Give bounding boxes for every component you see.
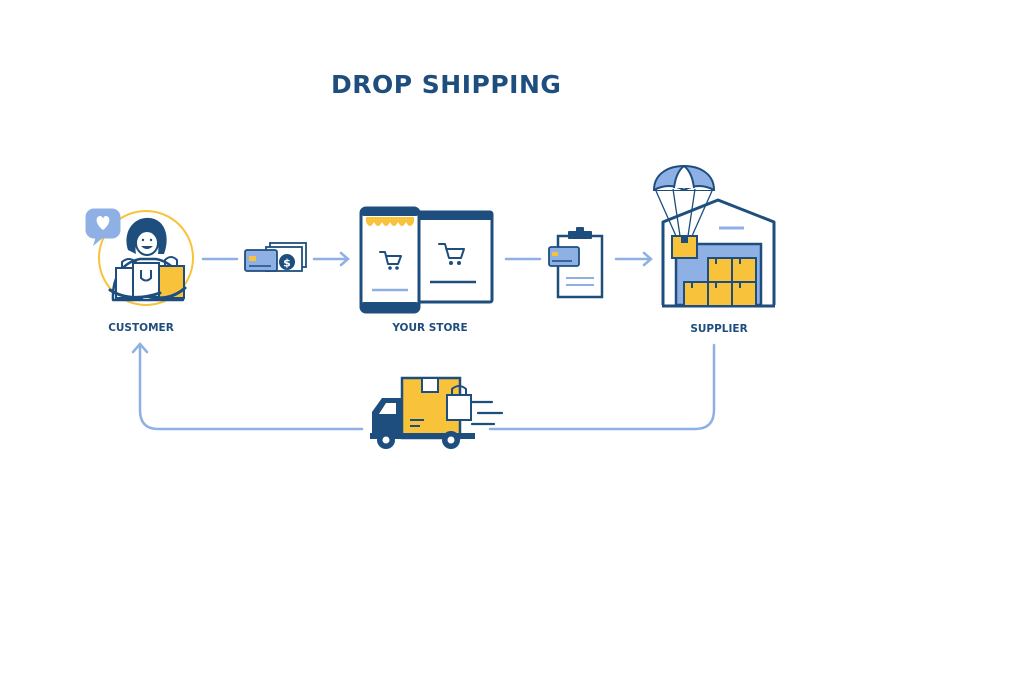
- clipboard-order-with-card-icon: [548, 227, 604, 299]
- warehouse-with-parachute-box-icon: [652, 164, 776, 308]
- arrow-order-to-supplier: [614, 251, 653, 267]
- phone-and-tablet-online-store-icon: [359, 206, 494, 314]
- flow-connectors: [131, 251, 716, 431]
- arrowhead-to-customer: [131, 342, 149, 354]
- customer-with-shopping-bags-icon: [85, 208, 194, 306]
- page-title: DROP SHIPPING: [331, 70, 562, 99]
- delivery-truck-icon: [370, 376, 504, 449]
- return-path-supplier-to-truck: [488, 343, 716, 431]
- credit-card-and-cash-icon: $: [244, 242, 307, 272]
- heart-speech-bubble-icon: [85, 208, 121, 246]
- svg-text:$: $: [283, 257, 291, 270]
- node-label-customer: CUSTOMER: [108, 322, 174, 334]
- node-label-store: YOUR STORE: [392, 322, 468, 334]
- node-label-supplier: SUPPLIER: [690, 323, 748, 335]
- arrow-payment-to-store: [312, 251, 350, 267]
- return-path-truck-to-customer: [138, 342, 364, 431]
